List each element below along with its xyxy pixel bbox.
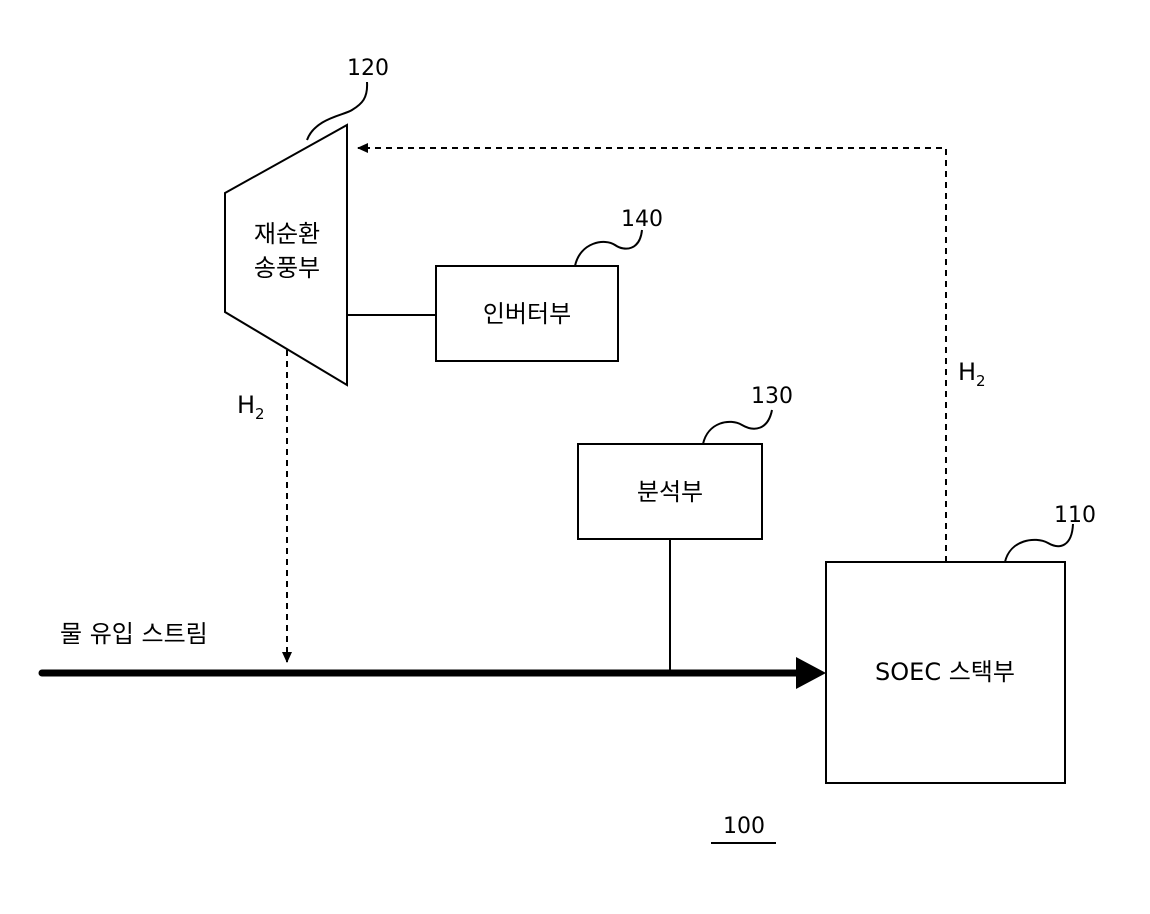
h2-label-left: H2 [237, 391, 265, 423]
blower-label-line2: 송풍부 [254, 254, 320, 282]
inverter-unit: 인버터부 [436, 266, 618, 361]
h2-label-right: H2 [958, 358, 986, 390]
analyzer-unit: 분석부 [578, 444, 762, 539]
stack-leader-line [1005, 524, 1073, 562]
stack-ref-number: 110 [1054, 503, 1096, 528]
soec-stack-label: SOEC 스택부 [875, 658, 1015, 686]
analyzer-leader-line [703, 410, 772, 444]
inverter-label: 인버터부 [483, 300, 571, 328]
inverter-leader-line [575, 230, 642, 266]
water-inflow-label: 물 유입 스트림 [60, 620, 208, 648]
analyzer-label: 분석부 [637, 478, 703, 506]
blower-ref-number: 120 [347, 56, 389, 81]
inverter-ref-number: 140 [621, 207, 663, 232]
blower-label-line1: 재순환 [254, 220, 320, 248]
system-ref-number: 100 [723, 814, 765, 839]
recirculation-blower: 재순환 송풍부 [225, 125, 347, 385]
analyzer-ref-number: 130 [751, 384, 793, 409]
water-inflow-arrowhead [796, 657, 826, 689]
soec-stack: SOEC 스택부 [826, 562, 1065, 783]
